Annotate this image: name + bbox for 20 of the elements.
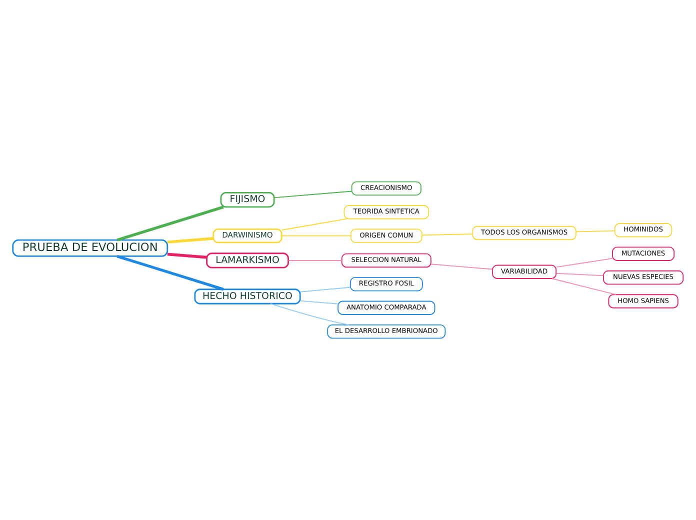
node-box: FIJISMO xyxy=(220,192,275,208)
connector xyxy=(551,278,616,296)
node-box: PRUEBA DE EVOLUCION xyxy=(12,239,168,257)
connector xyxy=(282,235,352,236)
node-box: LAMARKISMO xyxy=(206,252,289,268)
connector xyxy=(167,252,207,259)
connector xyxy=(300,286,351,292)
connector xyxy=(556,272,604,276)
node-box: HECHO HISTORICO xyxy=(194,288,301,304)
connector xyxy=(288,260,342,261)
connector xyxy=(422,234,474,236)
connector xyxy=(116,206,224,242)
connector xyxy=(274,190,352,198)
connector xyxy=(282,218,348,230)
connector xyxy=(430,264,493,270)
connector xyxy=(576,230,616,232)
connector xyxy=(167,237,214,244)
connector xyxy=(556,258,613,268)
node-box: DARWINISMO xyxy=(212,228,282,244)
connector xyxy=(300,300,338,304)
